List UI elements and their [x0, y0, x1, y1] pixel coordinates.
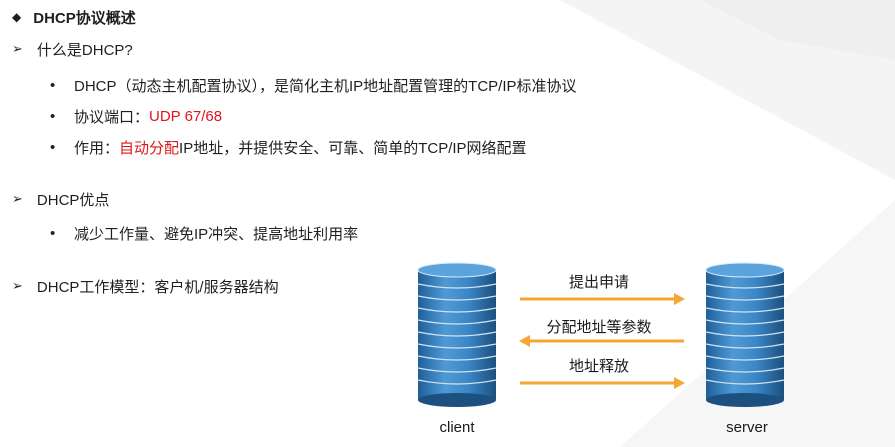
arrow-label-request: 提出申请 [568, 274, 629, 291]
bullet-advantages: • 减少工作量、避免IP冲突、提高地址利用率 [50, 224, 359, 243]
client-database-icon [417, 262, 497, 408]
arrow-bullet-icon: ➢ [12, 41, 23, 56]
section-title-what-is-dhcp: ➢ 什么是DHCP? [12, 41, 133, 59]
dot-bullet-icon: • [50, 224, 56, 242]
bullet-definition: • DHCP（动态主机配置协议），是简化主机IP地址配置管理的TCP/IP标准协… [50, 76, 577, 95]
dot-bullet-icon: • [50, 138, 56, 156]
slide-heading: ◆ DHCP协议概述 [12, 6, 136, 28]
purpose-highlight: 自动分配 [119, 139, 180, 157]
port-value: UDP 67/68 [149, 107, 223, 125]
server-caption: server [726, 419, 768, 436]
arrow-label-assign: 分配地址等参数 [546, 319, 652, 336]
server-database-icon [705, 262, 785, 408]
arrow-bullet-icon: ➢ [12, 278, 23, 293]
heading-text: DHCP协议概述 [33, 9, 136, 27]
arrow-to-server-release [520, 377, 685, 389]
section-title-work-model: ➢ DHCP工作模型：客户机/服务器结构 [12, 278, 279, 296]
diamond-bullet-icon: ◆ [12, 10, 22, 24]
arrow-to-server-request [520, 293, 685, 305]
dot-bullet-icon: • [50, 76, 56, 94]
client-caption: client [439, 419, 475, 436]
arrow-to-client-assign [519, 335, 684, 347]
dot-bullet-icon: • [50, 107, 56, 125]
bullet-port: • 协议端口：UDP 67/68 [50, 107, 223, 126]
arrow-bullet-icon: ➢ [12, 191, 23, 206]
arrow-label-release: 地址释放 [568, 358, 629, 375]
section-title-advantages: ➢ DHCP优点 [12, 191, 110, 209]
